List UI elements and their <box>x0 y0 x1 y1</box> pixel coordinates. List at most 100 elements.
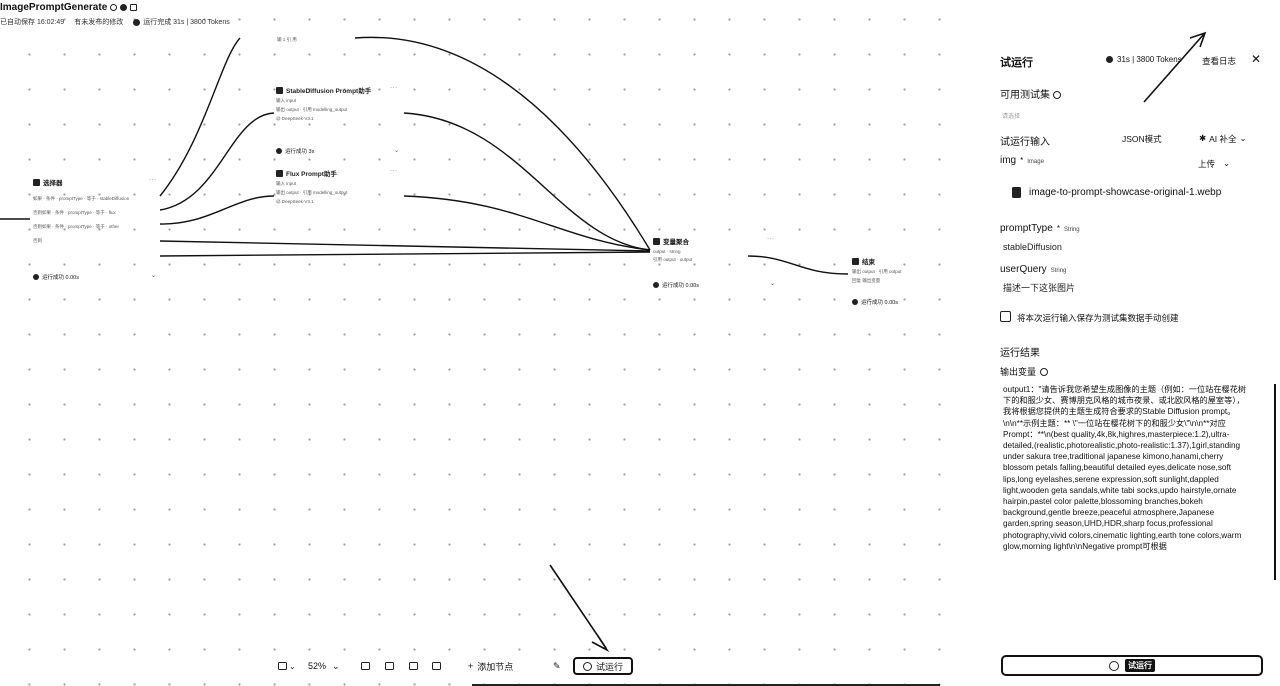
status-text: 运行成功 3s <box>285 149 315 155</box>
divider <box>472 684 940 686</box>
check-icon <box>653 282 659 288</box>
node-row: 否则如果 · 条件 · promptType · 等于 · flux <box>33 210 116 215</box>
refresh-icon <box>1109 660 1119 671</box>
node-status[interactable]: 运行成功 0.00s <box>852 298 898 306</box>
json-mode-toggle[interactable]: JSON模式 <box>1122 134 1162 144</box>
check-icon <box>33 274 39 280</box>
ai-fill-button[interactable]: ✱ AI 补全 ⌄ <box>1199 133 1247 145</box>
edit-icon[interactable] <box>130 4 138 11</box>
test-set-select[interactable]: 请选择 <box>1002 114 1021 120</box>
panel-run-button[interactable]: 试运行 <box>1001 655 1263 676</box>
node-more-icon[interactable]: ··· <box>390 85 398 91</box>
chevron-down-icon: ⌄ <box>332 660 340 671</box>
prompttype-input[interactable]: stableDiffusion <box>1003 242 1062 252</box>
node-more-icon[interactable]: ··· <box>149 177 157 183</box>
node-more-icon[interactable]: ··· <box>390 168 398 174</box>
save-status-bar: 已自动保存 16:02:49 有未发布的修改 运行完成 31s | 3800 T… <box>0 17 230 27</box>
refresh-icon[interactable] <box>1052 91 1061 100</box>
layout-button[interactable] <box>385 657 394 675</box>
node-title: 结束 <box>852 256 942 266</box>
check-icon <box>133 18 141 26</box>
node-row: 输 1 引 用 <box>277 37 297 42</box>
selector-icon <box>33 178 40 186</box>
save-testset-checkbox[interactable] <box>1000 311 1011 322</box>
ai-fill-label: AI 补全 <box>1209 134 1237 144</box>
node-title-text: 变量聚合 <box>663 239 689 246</box>
info-icon[interactable] <box>110 4 118 11</box>
node-title: StableDiffusion Prompt助手 <box>276 85 396 95</box>
node-title-text: StableDiffusion Prompt助手 <box>286 88 372 95</box>
node-row: output · string <box>653 249 681 254</box>
zoom-value: 52% <box>308 661 327 671</box>
aggregate-icon <box>653 237 660 245</box>
node-more-icon[interactable]: ··· <box>767 236 775 242</box>
llm-icon <box>276 86 283 94</box>
workflow-canvas[interactable]: 输 1 引 用 StableDiffusion Prompt助手 输入 inpu… <box>0 0 960 686</box>
try-run-button[interactable]: 试运行 <box>573 657 634 675</box>
node-title: 变量聚合 <box>653 236 753 246</box>
check-icon <box>1106 56 1113 63</box>
run-status-badge: 运行完成 31s | 3800 Tokens <box>133 17 230 27</box>
node-title-text: Flux Prompt助手 <box>286 171 337 178</box>
llm-icon <box>276 169 283 177</box>
edge-flux-agg <box>403 195 651 251</box>
node-status[interactable]: 运行成功 0.00s <box>653 281 699 289</box>
node-row: 引用 output · output <box>653 257 693 262</box>
zoom-select[interactable]: 52% ⌄ <box>308 657 340 675</box>
uploaded-file[interactable]: image-to-prompt-showcase-original-1.webp <box>1012 187 1221 198</box>
chevron-down-icon: ⌄ <box>1239 133 1247 143</box>
minimap-icon <box>278 662 287 670</box>
chevron-down-icon: ⌄ <box>1223 158 1231 168</box>
sparkle-icon: ✱ <box>1199 133 1207 143</box>
field-type: String <box>1050 268 1067 274</box>
status-text: 运行成功 0.00s <box>861 300 898 306</box>
node-row: 输出 output · 引用 modelling_output <box>276 107 348 112</box>
comment-button[interactable] <box>361 657 370 675</box>
copy-icon[interactable] <box>1040 367 1049 376</box>
chevron-down-icon[interactable]: ⌄ <box>770 281 776 287</box>
node-end[interactable]: 结束 输出 output · 引用 output 回复 输出变量 <box>852 256 942 284</box>
node-row: 如果 · 条件 · promptType · 等于 · stableDiffus… <box>33 196 130 201</box>
node-selector[interactable]: 选择器 如果 · 条件 · promptType · 等于 · stableDi… <box>33 177 155 244</box>
edge-branch-sd <box>159 112 275 211</box>
check-icon <box>852 299 858 305</box>
refresh-icon <box>583 661 592 671</box>
view-log-link[interactable]: 查看日志 <box>1202 56 1237 66</box>
node-row: @ DeepSeek-V3.1 <box>276 199 314 204</box>
panel-title: 试运行 <box>1000 57 1033 69</box>
scrollbar[interactable] <box>1274 384 1276 580</box>
node-status[interactable]: 运行成功 0.00s <box>33 273 79 281</box>
output-var-label: 输出变量 <box>1000 365 1049 378</box>
saved-time: 已自动保存 16:02:49 <box>0 19 65 26</box>
node-title: 选择器 <box>33 177 155 187</box>
minimap-toggle[interactable]: ⌄ <box>278 657 296 675</box>
node-row: 输出 output · 引用 modelling_output <box>276 190 348 195</box>
test-run-panel <box>960 0 1280 686</box>
field-type: String <box>1063 227 1080 233</box>
node-status[interactable]: 运行成功 3s <box>276 147 314 155</box>
upload-select[interactable]: 上传 ⌄ <box>1198 158 1230 170</box>
export-button[interactable] <box>432 657 441 675</box>
status-text: 运行成功 0.00s <box>42 275 79 281</box>
close-icon[interactable]: ✕ <box>1251 52 1262 66</box>
run-summary: 31s | 3800 Tokens <box>1106 55 1182 64</box>
chevron-down-icon[interactable]: ⌄ <box>394 148 400 154</box>
field-name: img <box>1000 155 1017 166</box>
node-title-text: 结束 <box>862 259 875 266</box>
comment-icon <box>361 662 370 670</box>
field-type: Image <box>1027 159 1044 165</box>
annotation-arrow <box>549 564 610 653</box>
node-partial-top[interactable]: 输 1 引 用 <box>277 34 297 43</box>
node-sd-prompt[interactable]: StableDiffusion Prompt助手 输入 input 输出 out… <box>276 85 396 121</box>
userquery-input[interactable]: 描述一下这张图片 <box>1003 283 1076 293</box>
image-button[interactable] <box>409 657 418 675</box>
node-variable-aggregator[interactable]: 变量聚合 output · string 引用 output · output <box>653 236 753 263</box>
node-flux-prompt[interactable]: Flux Prompt助手 输入 input 输出 output · 引用 mo… <box>276 168 396 204</box>
node-title-text: 选择器 <box>43 180 63 187</box>
upload-label: 上传 <box>1198 159 1216 169</box>
add-node-button[interactable]: + 添加节点 <box>468 657 513 675</box>
chevron-down-icon[interactable]: ⌄ <box>151 273 157 279</box>
debug-button[interactable]: ✎ <box>553 657 561 675</box>
file-icon <box>1012 187 1021 198</box>
edge-else-agg <box>159 251 651 257</box>
